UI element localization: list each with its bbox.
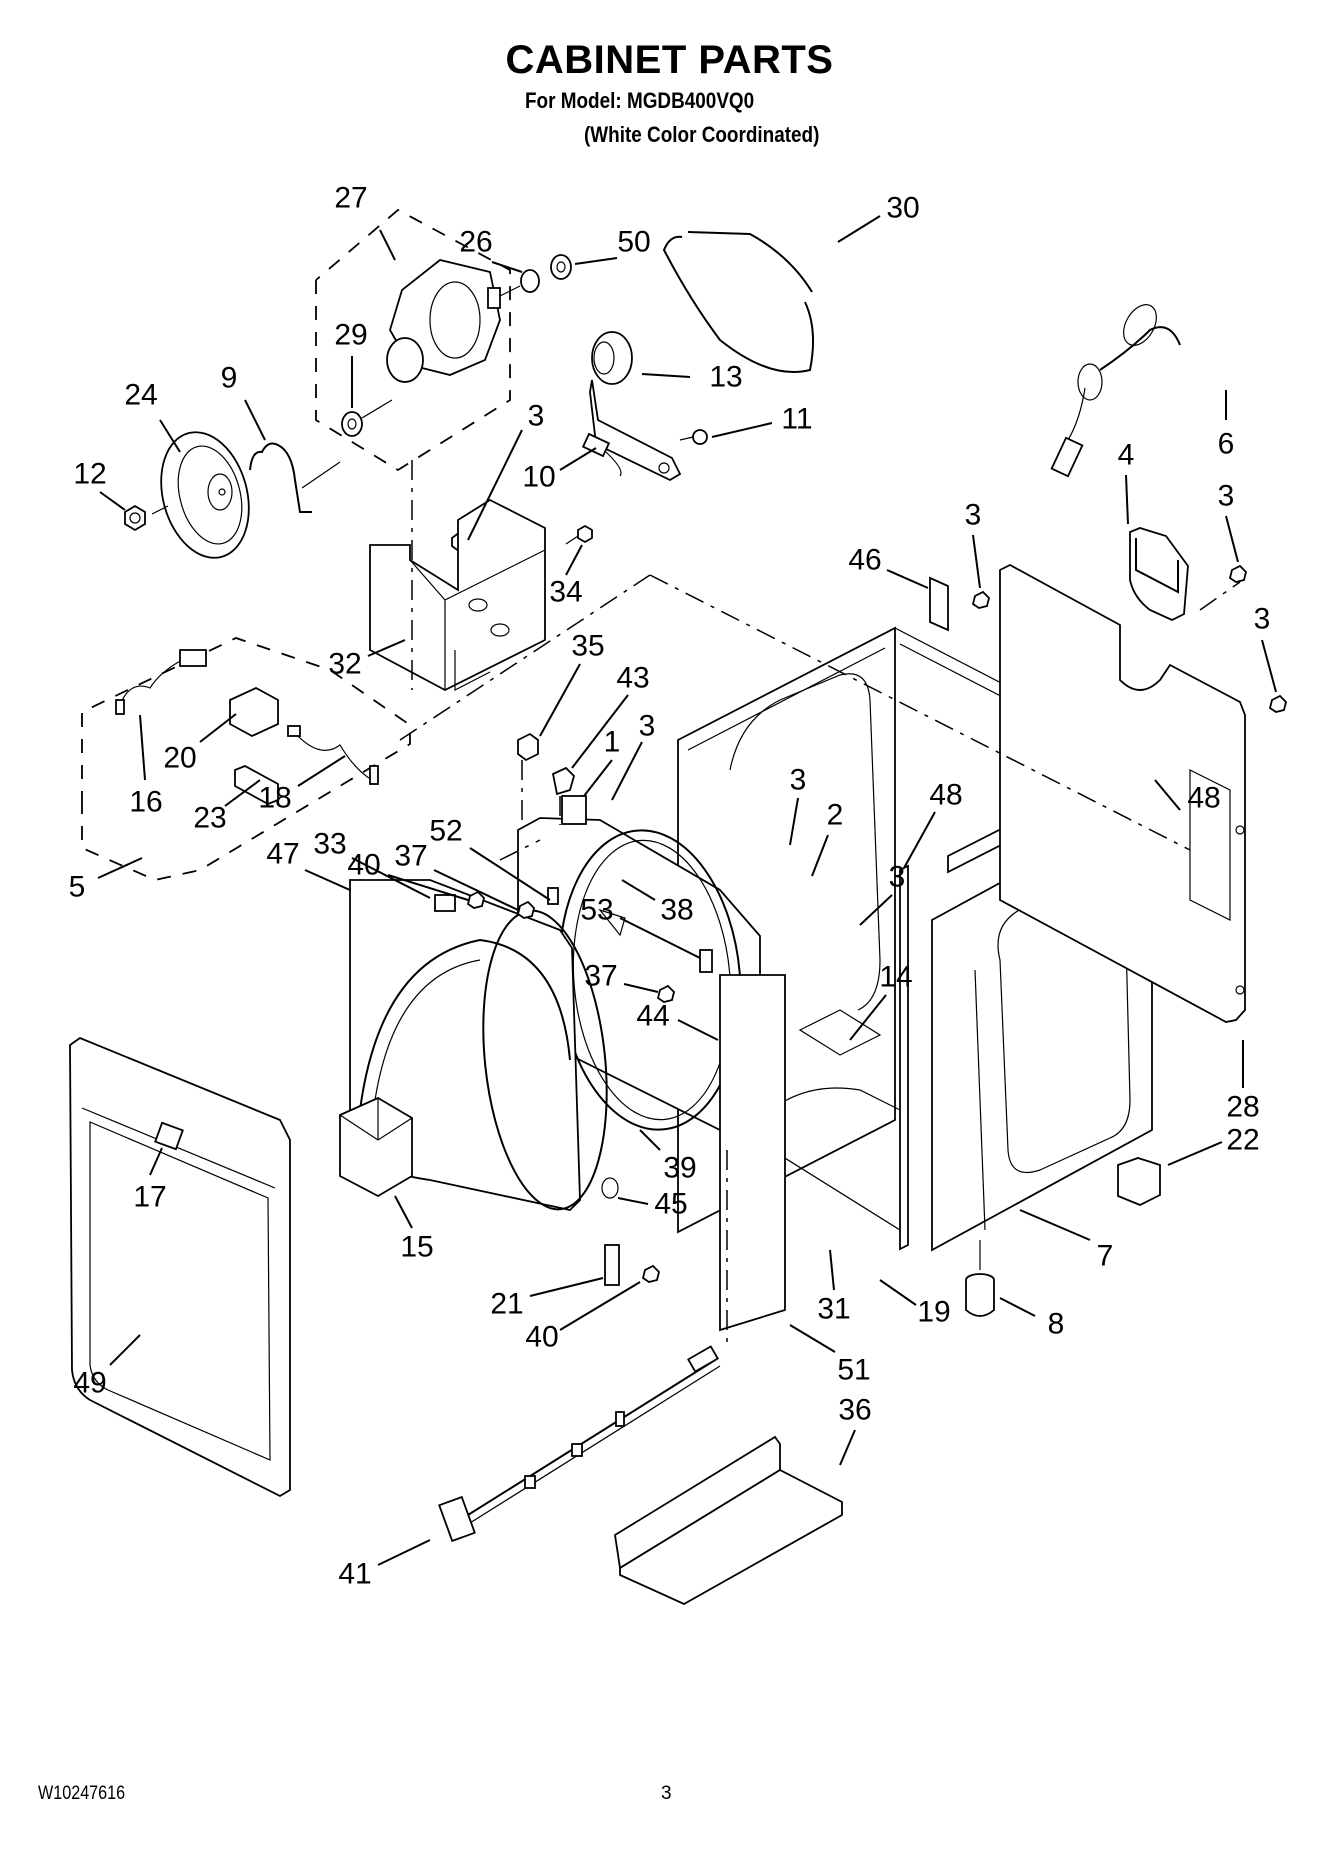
callout-label: 1 bbox=[604, 726, 621, 759]
callout-label: 39 bbox=[663, 1152, 696, 1185]
callout-label: 41 bbox=[338, 1558, 371, 1591]
callout-label: 3 bbox=[528, 400, 545, 433]
callout-label: 17 bbox=[133, 1181, 166, 1214]
callout-label: 3 bbox=[1254, 603, 1271, 636]
bracket-46 bbox=[929, 576, 949, 632]
callout-label: 44 bbox=[636, 1000, 669, 1033]
callout-label: 40 bbox=[347, 849, 380, 882]
drum-pulley bbox=[160, 431, 250, 559]
switch-43 bbox=[551, 766, 576, 796]
variant-line: (White Color Coordinated) bbox=[584, 122, 820, 147]
callout-label: 3 bbox=[639, 710, 656, 743]
callout-label: 30 bbox=[886, 192, 919, 225]
callout-label: 34 bbox=[549, 576, 582, 609]
callout-label: 10 bbox=[522, 461, 555, 494]
motor-assembly-group bbox=[315, 208, 511, 472]
latch-strike bbox=[1117, 1157, 1161, 1206]
rear-panel bbox=[999, 563, 1246, 1023]
callout-label: 47 bbox=[266, 838, 299, 871]
callout-label: 29 bbox=[334, 319, 367, 352]
callout-label: 27 bbox=[334, 182, 367, 215]
harness-41 bbox=[438, 1345, 721, 1543]
motor-clip bbox=[249, 442, 312, 513]
callout-label: 4 bbox=[1118, 439, 1135, 472]
callout-label: 19 bbox=[917, 1296, 950, 1329]
callout-label: 9 bbox=[221, 362, 238, 395]
page-title: CABINET PARTS bbox=[505, 38, 834, 82]
callout-label: 45 bbox=[654, 1188, 687, 1221]
motor-bushings bbox=[499, 254, 572, 297]
callout-label: 26 bbox=[459, 226, 492, 259]
callout-label: 7 bbox=[1097, 1240, 1114, 1273]
document-number: W10247616 bbox=[38, 1783, 126, 1804]
callout-label: 31 bbox=[817, 1293, 850, 1326]
callout-label: 21 bbox=[490, 1288, 523, 1321]
callout-labels: 27 26 50 30 29 13 24 9 3 11 6 12 10 4 3 … bbox=[69, 182, 1271, 1591]
idler-spring bbox=[581, 432, 622, 477]
screw-34 bbox=[565, 524, 593, 545]
callout-label: 12 bbox=[73, 458, 106, 491]
idler-pulley-assembly bbox=[589, 331, 682, 482]
callout-label: 28 bbox=[1226, 1091, 1259, 1124]
callout-label: 18 bbox=[258, 782, 291, 815]
power-cord bbox=[1050, 304, 1181, 478]
callout-label: 33 bbox=[313, 828, 346, 861]
callout-label: 36 bbox=[838, 1394, 871, 1427]
control-panel bbox=[69, 1036, 291, 1498]
callout-label: 43 bbox=[616, 662, 649, 695]
motor-mount bbox=[369, 460, 546, 692]
callout-label: 50 bbox=[617, 226, 650, 259]
callout-label: 3 bbox=[790, 764, 807, 797]
callout-label: 5 bbox=[69, 871, 86, 904]
callout-label: 13 bbox=[709, 361, 742, 394]
access-cover bbox=[1129, 527, 1241, 621]
callout-label: 20 bbox=[163, 742, 196, 775]
callout-label: 53 bbox=[580, 894, 613, 927]
callout-label: 46 bbox=[848, 544, 881, 577]
front-frame bbox=[339, 879, 660, 1286]
callout-label: 23 bbox=[193, 802, 226, 835]
callout-label: 48 bbox=[1187, 782, 1220, 815]
thermostat-35 bbox=[517, 732, 539, 762]
page-number: 3 bbox=[661, 1783, 672, 1804]
callout-label: 48 bbox=[929, 779, 962, 812]
callout-label: 14 bbox=[879, 961, 912, 994]
callout-label: 2 bbox=[827, 799, 844, 832]
callout-label: 37 bbox=[394, 840, 427, 873]
callout-label: 51 bbox=[837, 1354, 870, 1387]
callout-label: 40 bbox=[525, 1321, 558, 1354]
screw-37 bbox=[656, 984, 675, 1003]
callout-label: 37 bbox=[584, 960, 617, 993]
toe-kick-panel bbox=[614, 1435, 843, 1606]
model-line: For Model: MGDB400VQ0 bbox=[525, 88, 755, 113]
callout-label: 15 bbox=[400, 1231, 433, 1264]
callout-label: 38 bbox=[660, 894, 693, 927]
harness-group bbox=[81, 637, 411, 881]
callout-label: 8 bbox=[1048, 1308, 1065, 1341]
callout-label: 52 bbox=[429, 815, 462, 848]
callout-label: 32 bbox=[328, 648, 361, 681]
callout-label: 3 bbox=[889, 861, 906, 894]
motor-pulley-nut bbox=[341, 411, 363, 437]
idler-screw bbox=[679, 429, 708, 445]
front-post bbox=[719, 974, 786, 1332]
callout-label: 3 bbox=[965, 499, 982, 532]
callout-label: 16 bbox=[129, 786, 162, 819]
callout-label: 3 bbox=[1218, 480, 1235, 513]
callout-arrows bbox=[97, 215, 1277, 1566]
screw-pair bbox=[971, 564, 1287, 713]
drive-belt bbox=[662, 235, 814, 373]
pulley-nut bbox=[124, 504, 169, 532]
callout-label: 35 bbox=[571, 630, 604, 663]
callout-label: 11 bbox=[781, 403, 812, 436]
callout-label: 49 bbox=[73, 1367, 106, 1400]
callout-label: 24 bbox=[124, 379, 157, 412]
callout-label: 22 bbox=[1226, 1124, 1259, 1157]
callout-label: 6 bbox=[1218, 428, 1235, 461]
